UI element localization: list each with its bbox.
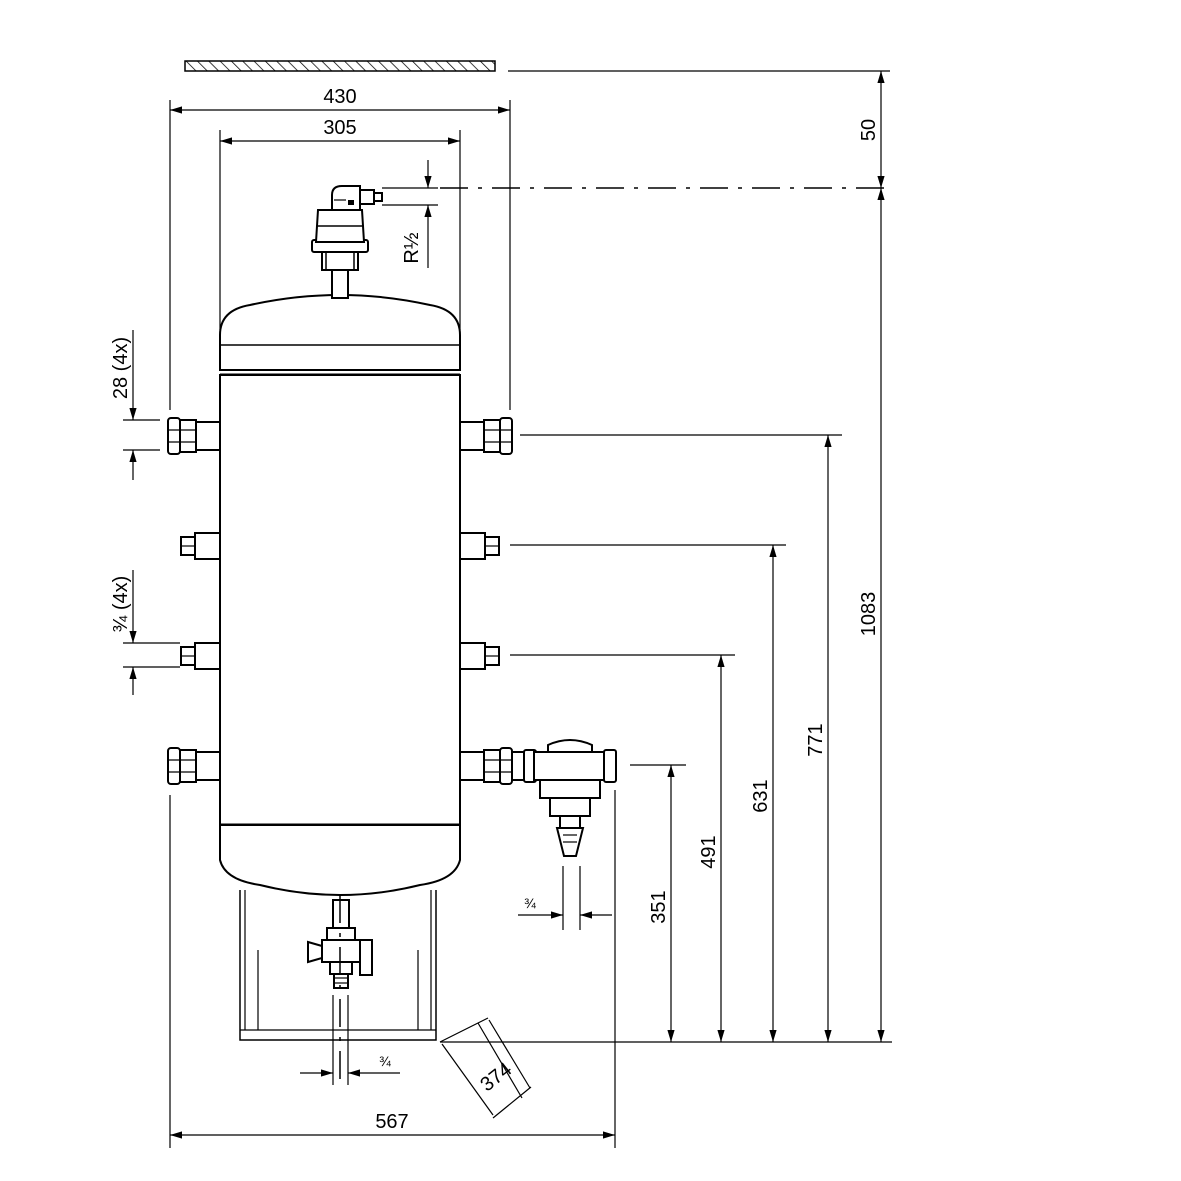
left-conn-top bbox=[167, 417, 221, 455]
dim-side-conn-mid: ¾ (4x) bbox=[110, 576, 132, 633]
dirt-separator bbox=[511, 739, 617, 857]
dim-drain-outlet: ¾ bbox=[379, 1053, 391, 1069]
ceiling-hatch bbox=[184, 60, 496, 72]
dim-depth: 374 bbox=[476, 1058, 516, 1096]
dim-width-inner: 305 bbox=[323, 117, 356, 139]
left-conn-3 bbox=[180, 642, 221, 670]
dim-height-491: 491 bbox=[698, 835, 720, 868]
right-conn-bottom bbox=[459, 747, 513, 785]
tank bbox=[219, 294, 461, 896]
left-conn-2 bbox=[180, 532, 221, 560]
right-conn-top bbox=[459, 417, 513, 455]
dim-ceiling-gap: 50 bbox=[858, 119, 880, 141]
dimension-lines bbox=[123, 70, 892, 1148]
dim-height-631: 631 bbox=[750, 779, 772, 812]
air-vent bbox=[311, 185, 383, 299]
dim-height-771: 771 bbox=[805, 723, 827, 756]
dim-air-vent-thread: R½ bbox=[401, 232, 423, 263]
tank-stand bbox=[239, 890, 437, 1041]
dim-height-total: 1083 bbox=[858, 592, 880, 637]
dim-height-351: 351 bbox=[648, 890, 670, 923]
dim-width-outer: 430 bbox=[323, 86, 356, 108]
right-conn-3 bbox=[459, 642, 500, 670]
dim-filter-outlet: ¾ bbox=[524, 895, 536, 911]
left-conn-bottom bbox=[167, 747, 221, 785]
dim-side-conn-top: 28 (4x) bbox=[110, 337, 132, 399]
dim-width-total: 567 bbox=[375, 1111, 408, 1133]
drain-valve bbox=[307, 899, 373, 989]
right-conn-2 bbox=[459, 532, 500, 560]
